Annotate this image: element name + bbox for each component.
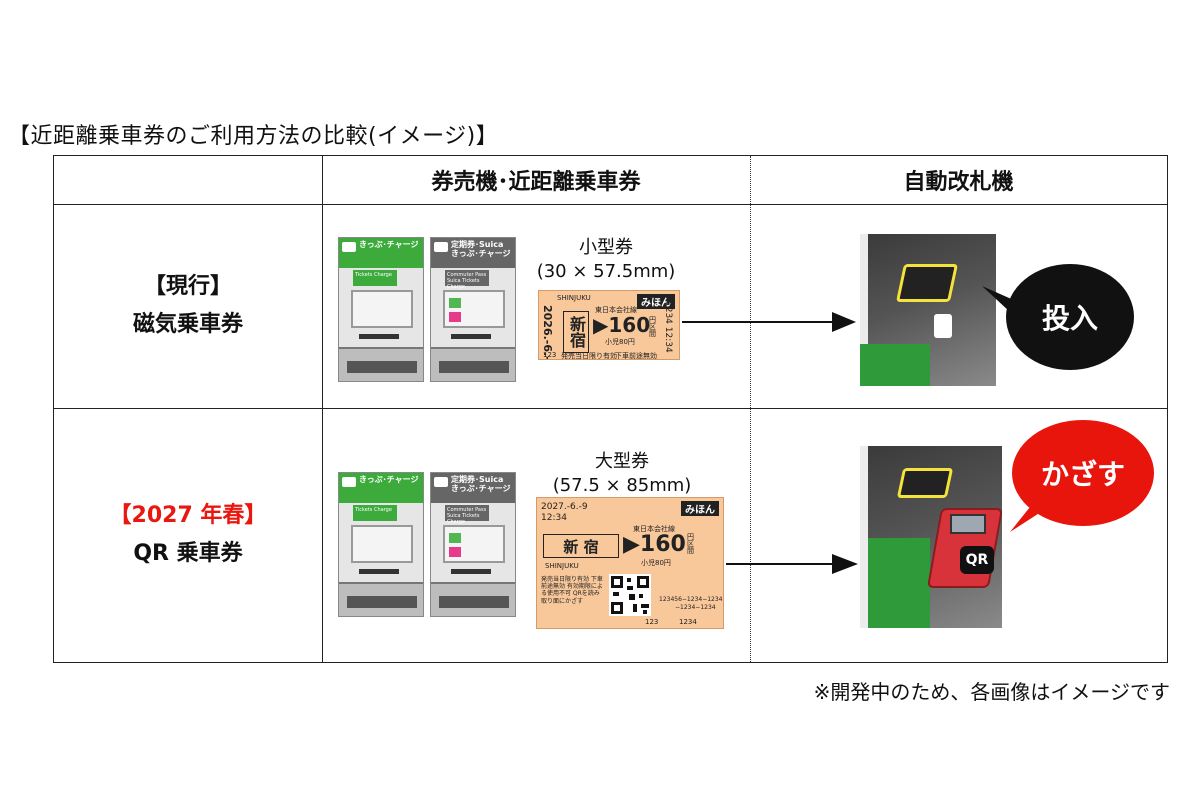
column-divider-dotted bbox=[750, 156, 751, 662]
ticket-type-label: 磁気乗車券 bbox=[132, 312, 243, 337]
ticket-type-label: QR 乗車券 bbox=[133, 541, 243, 566]
ticket-insert-slot bbox=[896, 468, 954, 498]
qr-code-icon bbox=[609, 574, 651, 616]
ticket-machine-gray: 定期券･Suica きっぷ･チャージ Commuter Pass Suica T… bbox=[430, 472, 516, 617]
column-header-machine-ticket: 券売機･近距離乗車券 bbox=[431, 170, 641, 195]
row-divider bbox=[54, 408, 1167, 409]
jr-logo-icon bbox=[342, 242, 356, 252]
action-bubble-insert: 投入 bbox=[1006, 264, 1134, 370]
ticket-slot bbox=[359, 569, 399, 574]
document-title: 【近距離乗車券のご利用方法の比較(イメージ)】 bbox=[8, 124, 499, 149]
flow-arrow bbox=[726, 554, 858, 574]
bubble-tail bbox=[982, 286, 1018, 312]
gate-qr: QR bbox=[860, 446, 1002, 628]
ticket-machine-green: きっぷ･チャージ Tickets Charge bbox=[338, 237, 424, 382]
gate-magnetic bbox=[860, 234, 996, 386]
column-header-gate: 自動改札機 bbox=[903, 170, 1014, 195]
machine-screen bbox=[443, 290, 505, 328]
era-label-highlight: 【2027 年春】 bbox=[109, 502, 267, 528]
flow-arrow bbox=[682, 312, 856, 332]
small-magnetic-ticket: SHINJUKU みほん 2026.-6.-9 新宿 東日本会社線 ▶160 円… bbox=[538, 290, 680, 360]
ticket-machine-green: きっぷ･チャージ Tickets Charge bbox=[338, 472, 424, 617]
ticket-size-caption: 大型券 (57.5 × 85mm) bbox=[552, 451, 692, 497]
ticket-insert-slot bbox=[895, 264, 959, 302]
ticket-slot bbox=[451, 569, 491, 574]
ticket-slot bbox=[359, 334, 399, 339]
ticket-size-caption: 小型券 (30 × 57.5mm) bbox=[536, 237, 676, 283]
ticket-insert-icon bbox=[934, 314, 952, 338]
column-divider bbox=[322, 156, 323, 662]
jr-logo-icon bbox=[342, 477, 356, 487]
machine-screen bbox=[443, 525, 505, 563]
jr-logo-icon bbox=[434, 242, 448, 252]
comparison-table: 券売機･近距離乗車券 自動改札機 【現行】 磁気乗車券 【2027 年春】 QR… bbox=[53, 155, 1168, 663]
era-label: 【現行】 bbox=[143, 273, 232, 299]
station-box: 新 宿 bbox=[543, 534, 619, 558]
machine-screen bbox=[351, 290, 413, 328]
row-header-future: 【2027 年春】 QR 乗車券 bbox=[54, 408, 322, 662]
machine-screen bbox=[351, 525, 413, 563]
qr-reader-glass bbox=[950, 514, 986, 534]
large-qr-ticket: 2027.-6.-9 12:34 みほん 東日本会社線 新 宿 ▶160 円区間… bbox=[536, 497, 724, 629]
qr-badge-icon: QR bbox=[960, 546, 994, 574]
ticket-machine-gray: 定期券･Suica きっぷ･チャージ Commuter Pass Suica T… bbox=[430, 237, 516, 382]
ticket-slot bbox=[451, 334, 491, 339]
header-divider bbox=[54, 204, 1167, 205]
row-header-current: 【現行】 磁気乗車券 bbox=[54, 204, 322, 408]
footnote: ※開発中のため、各画像はイメージです bbox=[813, 680, 1170, 704]
jr-logo-icon bbox=[434, 477, 448, 487]
bubble-tail bbox=[1010, 502, 1044, 532]
